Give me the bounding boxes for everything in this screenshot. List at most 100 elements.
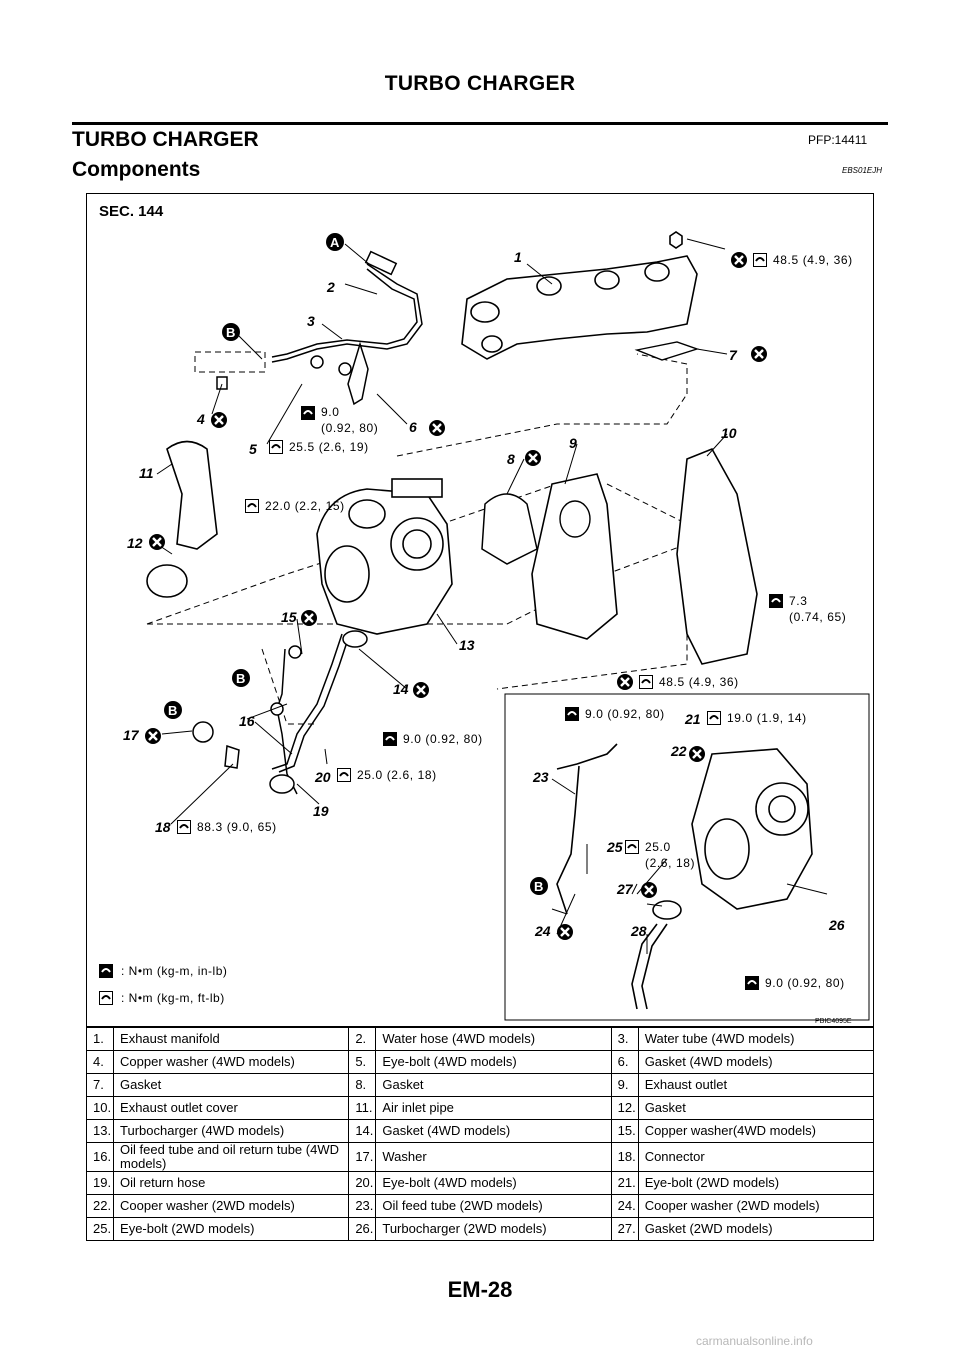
- part-description: Copper washer (4WD models): [113, 1050, 350, 1074]
- part-description: Gasket (2WD models): [637, 1217, 875, 1241]
- table-row: 16.Oil feed tube and oil return tube (4W…: [85, 1142, 875, 1172]
- part-number: 9.: [610, 1073, 639, 1097]
- torque-label: 22.0 (2.2, 15): [265, 499, 345, 513]
- torque-inlb-icon: [98, 963, 114, 979]
- part-number: 23.: [348, 1194, 377, 1218]
- oil-tubes-4wd-drawing: [192, 630, 368, 795]
- part-number: 5.: [348, 1050, 377, 1074]
- water-tube-drawing: [216, 250, 423, 406]
- part-number: 16.: [85, 1142, 115, 1172]
- x-icon: [555, 922, 575, 942]
- x-icon: [143, 726, 163, 746]
- torque-label: (0.92, 80): [321, 421, 378, 435]
- torque-label: (0.74, 65): [789, 610, 846, 624]
- torque-label: (2.6, 18): [645, 856, 695, 870]
- torque-inlb-icon: [300, 405, 316, 421]
- callout-1: 1: [514, 249, 522, 265]
- callout-13: 13: [459, 637, 475, 653]
- torque-label: 7.3: [789, 594, 807, 608]
- part-number: 2.: [348, 1027, 377, 1051]
- callout-4: 4: [196, 411, 205, 427]
- x-icon: [523, 448, 543, 468]
- torque-label: 9.0 (0.92, 80): [765, 976, 845, 990]
- part-description: Eye-bolt (2WD models): [113, 1217, 350, 1241]
- gasket-12-drawing: [146, 564, 188, 598]
- page-number: EM-28: [447, 1277, 513, 1302]
- part-number: 7.: [85, 1073, 115, 1097]
- leader-lines: [156, 238, 828, 954]
- turbocharger-2wd-drawing: [556, 743, 813, 1010]
- letter-callouts: A B B B B: [164, 233, 548, 895]
- callout-22: 22: [670, 743, 687, 759]
- part-number: 17.: [348, 1142, 377, 1172]
- callout-27: 27: [616, 881, 634, 897]
- part-number: 19.: [85, 1171, 115, 1195]
- part-number: 10.: [85, 1096, 115, 1120]
- part-description: Cooper washer (2WD models): [637, 1194, 875, 1218]
- callout-9: 9: [569, 435, 577, 451]
- table-row: 25.Eye-bolt (2WD models)26.Turbocharger …: [85, 1217, 875, 1241]
- torque-label: 48.5 (4.9, 36): [773, 253, 853, 267]
- part-description: Oil feed tube (2WD models): [375, 1194, 612, 1218]
- turbocharger-4wd-drawing: [316, 478, 453, 635]
- table-row: 22.Cooper washer (2WD models)23.Oil feed…: [85, 1194, 875, 1218]
- callout-3: 3: [307, 313, 315, 329]
- part-description: Exhaust outlet: [637, 1073, 875, 1097]
- legend-inlb: : N•m (kg-m, in-lb): [121, 964, 227, 978]
- callout-11: 11: [139, 465, 154, 481]
- callout-19: 19: [313, 803, 329, 819]
- sec-label: SEC. 144: [99, 203, 164, 220]
- exploded-diagram: SEC. 144: [98, 203, 870, 1025]
- part-number: 13.: [85, 1119, 115, 1143]
- components-figure: SEC. 144: [86, 193, 874, 1027]
- x-icon: [411, 680, 431, 700]
- callout-8: 8: [507, 451, 515, 467]
- torque-ftlb-icon: [638, 674, 654, 690]
- x-icon: [299, 608, 319, 628]
- running-header: TURBO CHARGER: [384, 72, 576, 95]
- torque-ftlb-icon: [244, 498, 260, 514]
- torque-label: 9.0 (0.92, 80): [403, 732, 483, 746]
- x-icon: [615, 672, 635, 692]
- part-description: Water tube (4WD models): [637, 1027, 875, 1051]
- part-description: Gasket: [637, 1096, 875, 1120]
- part-description: Gasket: [113, 1073, 350, 1097]
- exhaust-outlet-cover-drawing: [676, 447, 758, 665]
- part-number: 1.: [85, 1027, 115, 1051]
- header-rule: [72, 122, 888, 125]
- section-code: PFP:14411: [808, 133, 868, 147]
- torque-label: 19.0 (1.9, 14): [727, 711, 807, 725]
- callout-letter-b-1: B: [226, 325, 235, 340]
- part-description: Cooper washer (2WD models): [113, 1194, 350, 1218]
- part-description: Copper washer(4WD models): [637, 1119, 875, 1143]
- legend-ftlb: : N•m (kg-m, ft-lb): [121, 991, 225, 1005]
- callout-25: 25: [606, 839, 623, 855]
- x-icon: [687, 744, 707, 764]
- callout-letter-b-3: B: [168, 703, 177, 718]
- torque-label: 9.0: [321, 405, 339, 419]
- inset-2wd-box: [504, 693, 870, 1021]
- callout-20: 20: [314, 769, 331, 785]
- part-description: Eye-bolt (4WD models): [375, 1050, 612, 1074]
- torque-inlb-icon: [768, 593, 784, 609]
- part-description: Oil return hose: [113, 1171, 350, 1195]
- part-number: 25.: [85, 1217, 115, 1241]
- torque-ftlb-icon: [268, 439, 284, 455]
- part-description: Water hose (4WD models): [375, 1027, 612, 1051]
- gasket-8-drawing: [481, 493, 538, 565]
- exhaust-outlet-drawing: [531, 473, 618, 640]
- callout-6: 6: [409, 419, 417, 435]
- callout-14: 14: [393, 681, 409, 697]
- callout-28: 28: [630, 923, 647, 939]
- part-number: 15.: [610, 1119, 639, 1143]
- x-icon: [639, 880, 659, 900]
- torque-inlb-icon: [382, 731, 398, 747]
- callout-26: 26: [828, 917, 845, 933]
- subsection-code: EBS01EJH: [842, 166, 883, 175]
- torque-ftlb-icon: [176, 819, 192, 835]
- part-description: Eye-bolt (2WD models): [637, 1171, 875, 1195]
